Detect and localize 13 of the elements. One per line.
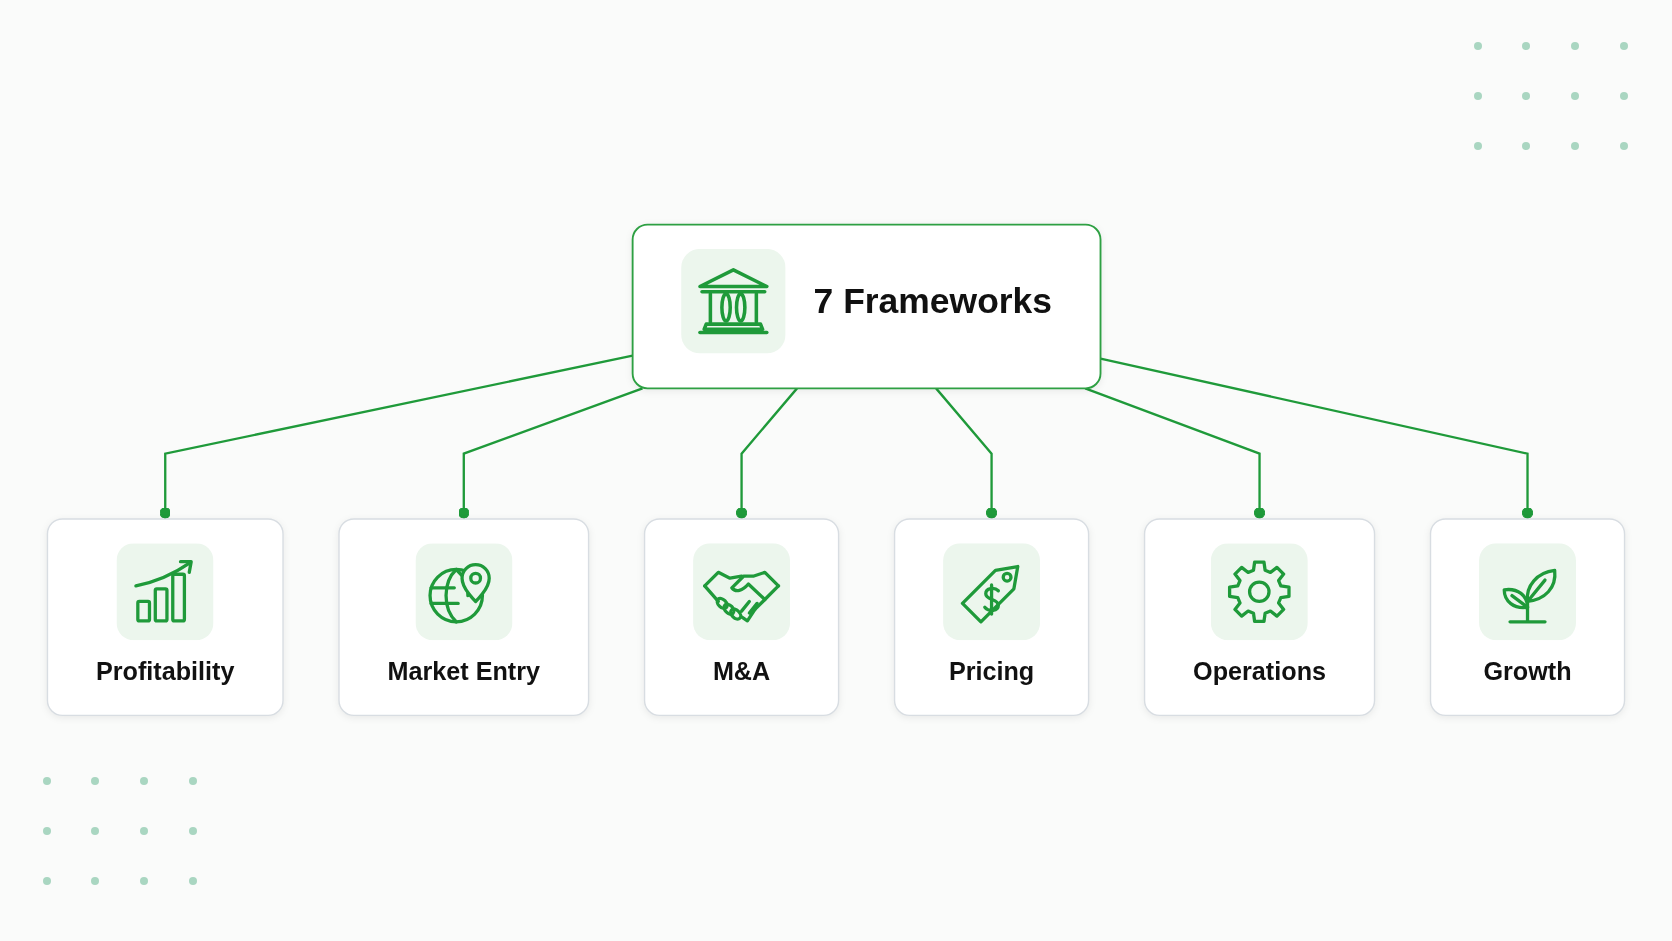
connector <box>1084 387 1266 519</box>
connector <box>1100 357 1534 519</box>
node-box: Operations <box>1143 518 1376 717</box>
node-box: Profitability <box>46 518 284 717</box>
connector <box>735 387 798 519</box>
node-box: Growth <box>1429 518 1626 717</box>
connector <box>458 387 643 519</box>
connector <box>159 354 633 519</box>
node-box: Market Entry <box>338 518 590 717</box>
node-box: M&A <box>643 518 840 717</box>
node-box: Pricing <box>893 518 1090 717</box>
connector <box>935 387 998 519</box>
node-box: 7 Frameworks <box>631 223 1102 390</box>
